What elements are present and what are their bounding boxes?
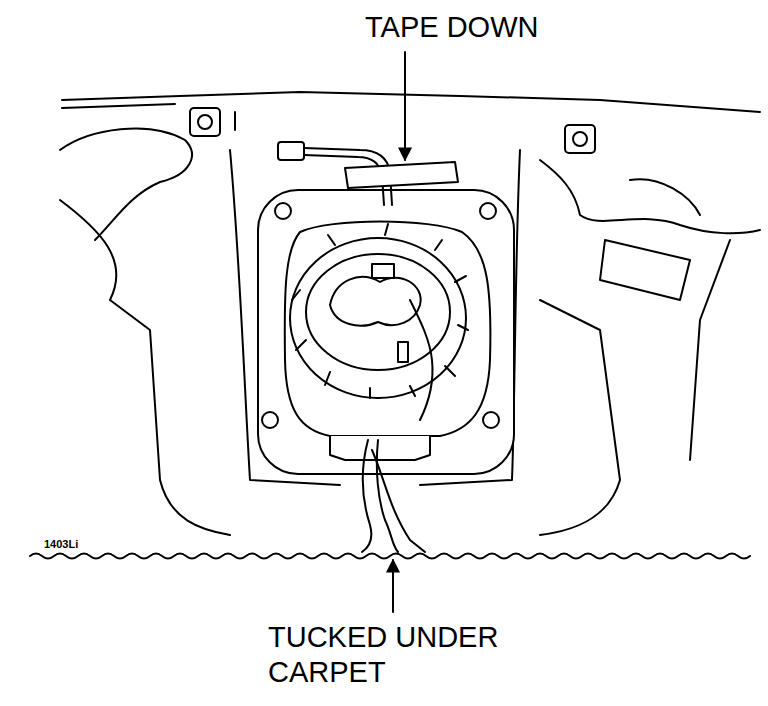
callout-label: TUCKED UNDER CARPET [268, 620, 530, 690]
electrical-connector [278, 142, 304, 160]
carpet-edge [30, 554, 750, 559]
bolt-hole [262, 412, 278, 428]
left-bracket [60, 129, 192, 240]
fuel-line [410, 300, 433, 420]
floor-edge [62, 92, 760, 112]
harness [630, 179, 700, 215]
bolt [198, 115, 212, 129]
bolt [190, 108, 220, 136]
bolt [573, 132, 587, 146]
pump-connector [372, 264, 394, 278]
pump-port [398, 342, 408, 362]
access-flange [258, 190, 514, 474]
wire-bundle [377, 440, 398, 552]
wire-bundle [372, 450, 425, 552]
slot [234, 112, 236, 130]
floor-contour [540, 300, 620, 535]
floor-edge [62, 104, 175, 108]
access-opening [285, 222, 491, 437]
leader-arrow [404, 52, 406, 160]
tape-strip [345, 162, 458, 188]
pump-lock-ring [290, 238, 466, 398]
right-bracket [540, 160, 760, 233]
floor-contour [690, 240, 730, 460]
bolt-hole [480, 203, 496, 219]
bolt [565, 125, 595, 153]
panel-tab [330, 436, 430, 460]
leader-arrow [392, 560, 394, 612]
figure-number: 1403Li [44, 538, 78, 551]
pump-flange [306, 254, 450, 370]
harness-clip [600, 240, 690, 300]
pump-top [330, 277, 421, 326]
floor-contour [60, 200, 230, 535]
callout-label: TAPE DOWN [365, 10, 538, 45]
bolt-hole [483, 412, 499, 428]
wire-bundle [362, 440, 371, 552]
ring-tabs [292, 224, 468, 398]
bolt-hole [275, 203, 291, 219]
